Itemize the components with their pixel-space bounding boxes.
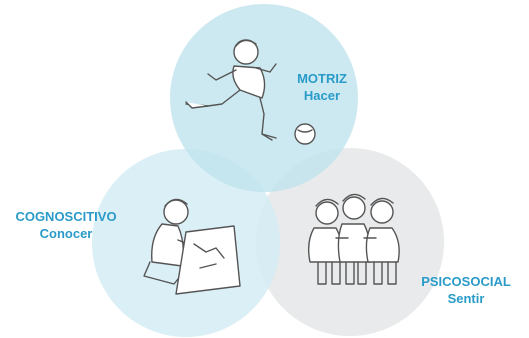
cognoscitivo-title: COGNOSCITIVO [15,209,117,224]
motriz-label: MOTRIZ Hacer [283,70,361,104]
cognoscitivo-subtitle: Conocer [39,226,93,241]
child-drawing-icon [143,198,241,295]
motriz-subtitle: Hacer [303,88,341,103]
soccer-player-icon [185,39,316,145]
cognoscitivo-label: COGNOSCITIVO Conocer [4,208,128,242]
psicosocial-subtitle: Sentir [447,291,485,306]
motriz-title: MOTRIZ [297,71,347,86]
psicosocial-label: PSICOSOCIAL Sentir [410,273,522,307]
group-of-children-icon [307,193,400,285]
psicosocial-title: PSICOSOCIAL [421,274,511,289]
motriz-circle [170,4,358,192]
